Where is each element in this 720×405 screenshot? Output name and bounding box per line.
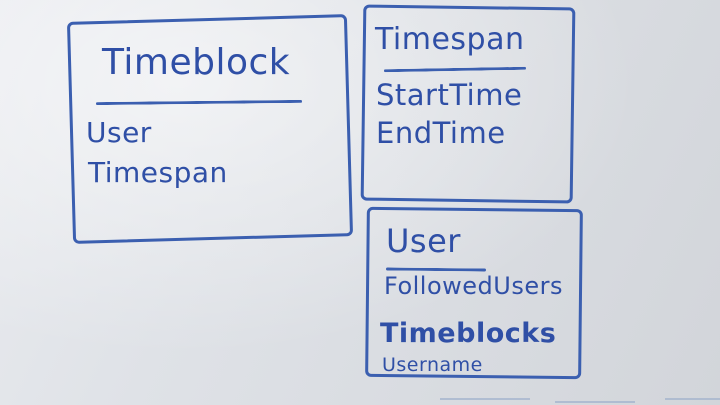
board-edge-mark: [665, 398, 720, 400]
user-field-followedusers: FollowedUsers: [384, 272, 563, 300]
board-edge-mark: [555, 401, 635, 403]
user-box-title: User: [386, 222, 461, 260]
timeblock-box-title: Timeblock: [102, 42, 291, 83]
timespan-box-title: Timespan: [375, 22, 525, 57]
timeblock-field-user: User: [86, 116, 152, 149]
timespan-field-endtime: EndTime: [376, 116, 506, 150]
user-field-username: Username: [382, 354, 483, 376]
timeblock-field-timespan: Timespan: [88, 156, 228, 189]
timespan-field-starttime: StartTime: [376, 78, 523, 112]
user-field-timeblocks: Timeblocks: [380, 318, 557, 349]
board-edge-mark: [440, 398, 530, 400]
